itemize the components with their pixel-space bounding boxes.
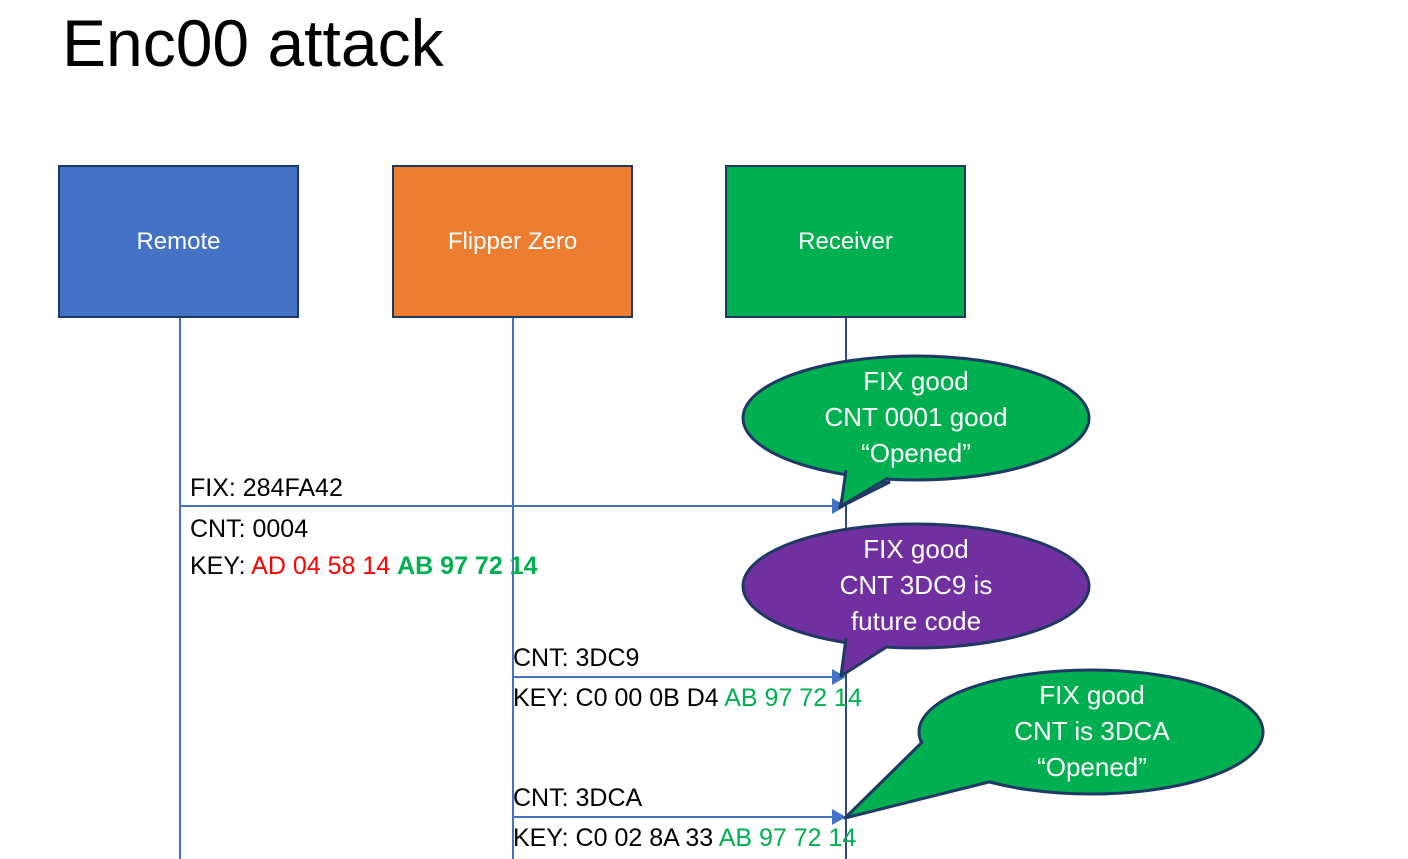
message-1-line-3-seg-3: AB 97 72 14 xyxy=(397,552,538,580)
lifeline-flipper xyxy=(512,318,514,859)
message-2-line-1: CNT: 3DC9 xyxy=(513,641,639,675)
callout-2-shape xyxy=(741,522,1091,678)
actor-label-remote: Remote xyxy=(136,227,221,255)
actor-label-flipper-zero: Flipper Zero xyxy=(447,227,578,255)
actor-label-receiver: Receiver xyxy=(798,227,893,255)
callout-cnt-3dca-opened[interactable]: FIX good CNT is 3DCA “Opened” xyxy=(843,660,1265,820)
message-1-line-3-seg-2: AD 04 58 14 xyxy=(251,552,398,580)
message-1-line-2-seg-1: CNT: 0004 xyxy=(190,515,309,543)
callout-1-shape xyxy=(741,354,1091,510)
message-3-line-2-seg-2: AB 97 72 14 xyxy=(718,824,857,852)
message-arrow-line-1 xyxy=(180,505,832,507)
message-3-line-1-seg-1: CNT: 3DCA xyxy=(513,784,643,812)
message-1-line-3-seg-1: KEY: xyxy=(190,552,252,580)
actor-box-flipper-zero[interactable]: Flipper Zero xyxy=(392,165,633,318)
message-1-line-2: CNT: 0004 xyxy=(190,512,308,546)
message-2-line-1-seg-1: CNT: 3DC9 xyxy=(513,644,640,672)
message-3-line-2: KEY: C0 02 8A 33 AB 97 72 14 xyxy=(513,821,856,855)
callout-cnt-0001-good[interactable]: FIX good CNT 0001 good “Opened” xyxy=(741,352,1091,510)
actor-box-remote[interactable]: Remote xyxy=(58,165,299,318)
page-title: Enc00 attack xyxy=(62,6,444,80)
message-2-line-2-seg-2: AB 97 72 14 xyxy=(724,684,862,712)
message-2-line-2: KEY: C0 00 0B D4 AB 97 72 14 xyxy=(513,681,862,715)
message-1-line-3: KEY: AD 04 58 14 AB 97 72 14 xyxy=(190,549,537,583)
lifeline-remote xyxy=(179,318,181,859)
message-1-line-1: FIX: 284FA42 xyxy=(190,471,343,505)
message-1-line-1-seg-1: FIX: 284FA42 xyxy=(190,474,343,502)
callout-3-shape xyxy=(843,668,1265,820)
message-arrow-line-3 xyxy=(513,816,832,818)
actor-box-receiver[interactable]: Receiver xyxy=(725,165,966,318)
message-3-line-1: CNT: 3DCA xyxy=(513,781,642,815)
message-arrow-head-3 xyxy=(832,809,846,825)
message-3-line-2-seg-1: KEY: C0 02 8A 33 xyxy=(513,824,719,852)
callout-future-code[interactable]: FIX good CNT 3DC9 is future code xyxy=(741,520,1091,680)
message-2-line-2-seg-1: KEY: C0 00 0B D4 xyxy=(513,684,725,712)
message-arrow-line-2 xyxy=(513,676,832,678)
